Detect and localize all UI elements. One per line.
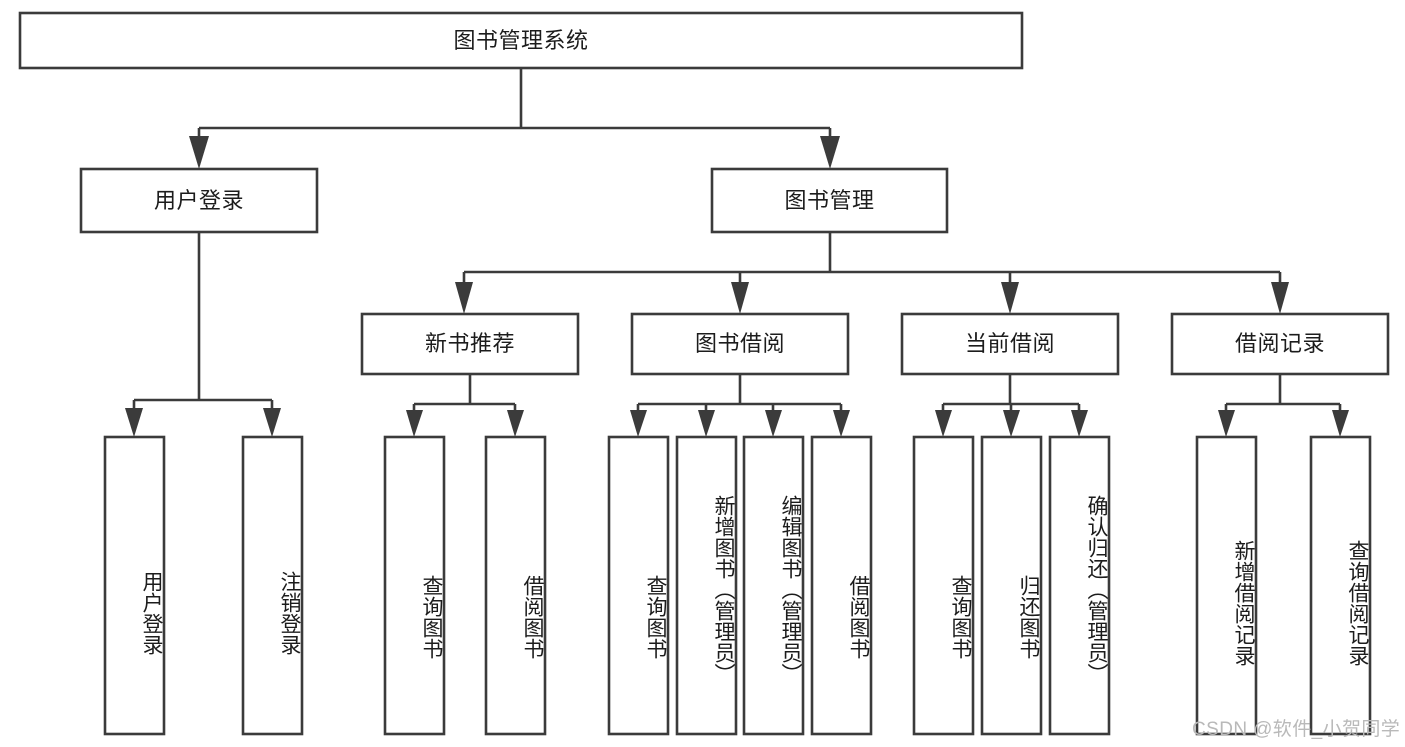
arrow-head-icon <box>1071 410 1088 437</box>
arrow-head-icon <box>1003 410 1020 437</box>
arrow-head-icon <box>820 136 840 169</box>
node-box-leaf[interactable] <box>383 435 446 736</box>
arrow-head-icon <box>406 410 423 437</box>
arrow-head-icon <box>833 410 850 437</box>
node-box-leaf[interactable] <box>980 435 1043 736</box>
node-box-leaf[interactable] <box>241 435 304 736</box>
node-box-leaf[interactable] <box>1195 435 1258 736</box>
node-box-new-book-rec[interactable] <box>360 312 580 376</box>
node-box-leaf[interactable] <box>912 435 975 736</box>
node-box-borrow-record[interactable] <box>1170 312 1390 376</box>
node-box-leaf[interactable] <box>675 435 738 736</box>
node-box-leaf[interactable] <box>607 435 670 736</box>
node-box-leaf[interactable] <box>1048 435 1111 736</box>
arrow-head-icon <box>698 410 715 437</box>
arrow-head-icon <box>1001 282 1019 314</box>
arrow-head-icon <box>630 410 647 437</box>
arrow-head-icon <box>731 282 749 314</box>
node-box-user-login[interactable] <box>79 167 319 234</box>
node-boxes <box>18 11 1390 736</box>
node-box-root[interactable] <box>18 11 1024 70</box>
node-box-leaf[interactable] <box>103 435 166 736</box>
arrow-head-icon <box>507 410 524 437</box>
arrow-head-icon <box>1332 410 1349 437</box>
connectors <box>125 68 1349 437</box>
node-box-book-borrow[interactable] <box>630 312 850 376</box>
arrow-head-icon <box>125 408 143 437</box>
arrow-head-icon <box>935 410 952 437</box>
arrow-head-icon <box>1271 282 1289 314</box>
node-box-leaf[interactable] <box>1309 435 1372 736</box>
arrow-head-icon <box>1218 410 1235 437</box>
arrow-head-icon <box>189 136 209 169</box>
node-box-leaf[interactable] <box>742 435 805 736</box>
arrow-head-icon <box>263 408 281 437</box>
node-box-current-borrow[interactable] <box>900 312 1120 376</box>
node-box-leaf[interactable] <box>810 435 873 736</box>
node-box-book-manage[interactable] <box>710 167 949 234</box>
arrow-head-icon <box>455 282 473 314</box>
arrow-head-icon <box>765 410 782 437</box>
node-box-leaf[interactable] <box>484 435 547 736</box>
